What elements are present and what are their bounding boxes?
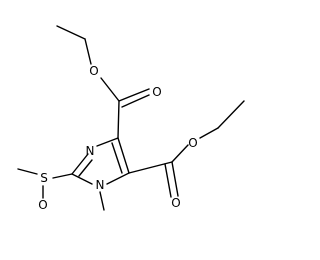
bond-o-ethyl-right-1 bbox=[199, 127, 219, 139]
atom-label-n-upper: N bbox=[86, 144, 95, 158]
bond-carbonyl-top-o-single bbox=[100, 77, 120, 102]
atom-labels: N N S O O O O O bbox=[38, 64, 197, 212]
atom-label-o-ester-top-single: O bbox=[89, 64, 98, 78]
molecule-structure-diagram: N N S O O O O O bbox=[17, 25, 245, 212]
bond-carbonyl-top-o-double-a bbox=[118, 88, 150, 102]
bond-c4-c5-double-a bbox=[117, 137, 130, 174]
bond-c4-c5-double-b bbox=[111, 142, 123, 174]
bond-n1-methyl bbox=[99, 191, 105, 211]
bond-o-ethyl-top-1 bbox=[84, 38, 92, 65]
bond-n3-c2-double-a bbox=[71, 153, 89, 175]
bond-c2-n1 bbox=[71, 173, 93, 185]
bond-carbonyl-top-o-double-b bbox=[121, 94, 150, 108]
bond-c2-s bbox=[52, 173, 73, 179]
atom-label-s: S bbox=[40, 171, 48, 185]
atom-label-o-ester-top-double: O bbox=[152, 85, 161, 99]
atom-label-o-ester-right-double: O bbox=[171, 196, 180, 210]
bond-s-methyl bbox=[17, 168, 38, 175]
atom-label-o-ester-right-single: O bbox=[188, 136, 197, 150]
bond-o-ethyl-top-2 bbox=[56, 25, 86, 40]
bonds bbox=[17, 25, 245, 211]
atom-label-o-sulfoxide: O bbox=[38, 198, 47, 212]
bond-carbonyl-right-o-double-a bbox=[171, 161, 179, 197]
bond-carbonyl-right-o-single bbox=[171, 144, 189, 163]
bond-c4-n3 bbox=[96, 137, 119, 147]
bond-carbonyl-right-o-double-b bbox=[164, 163, 172, 198]
bond-c4-carbonyl-top bbox=[117, 100, 120, 139]
atom-label-n-lower: N bbox=[96, 178, 105, 192]
bond-n3-c2-double-b bbox=[78, 159, 93, 177]
bond-o-ethyl-right-2 bbox=[217, 100, 245, 129]
bond-n1-c5 bbox=[106, 172, 130, 185]
